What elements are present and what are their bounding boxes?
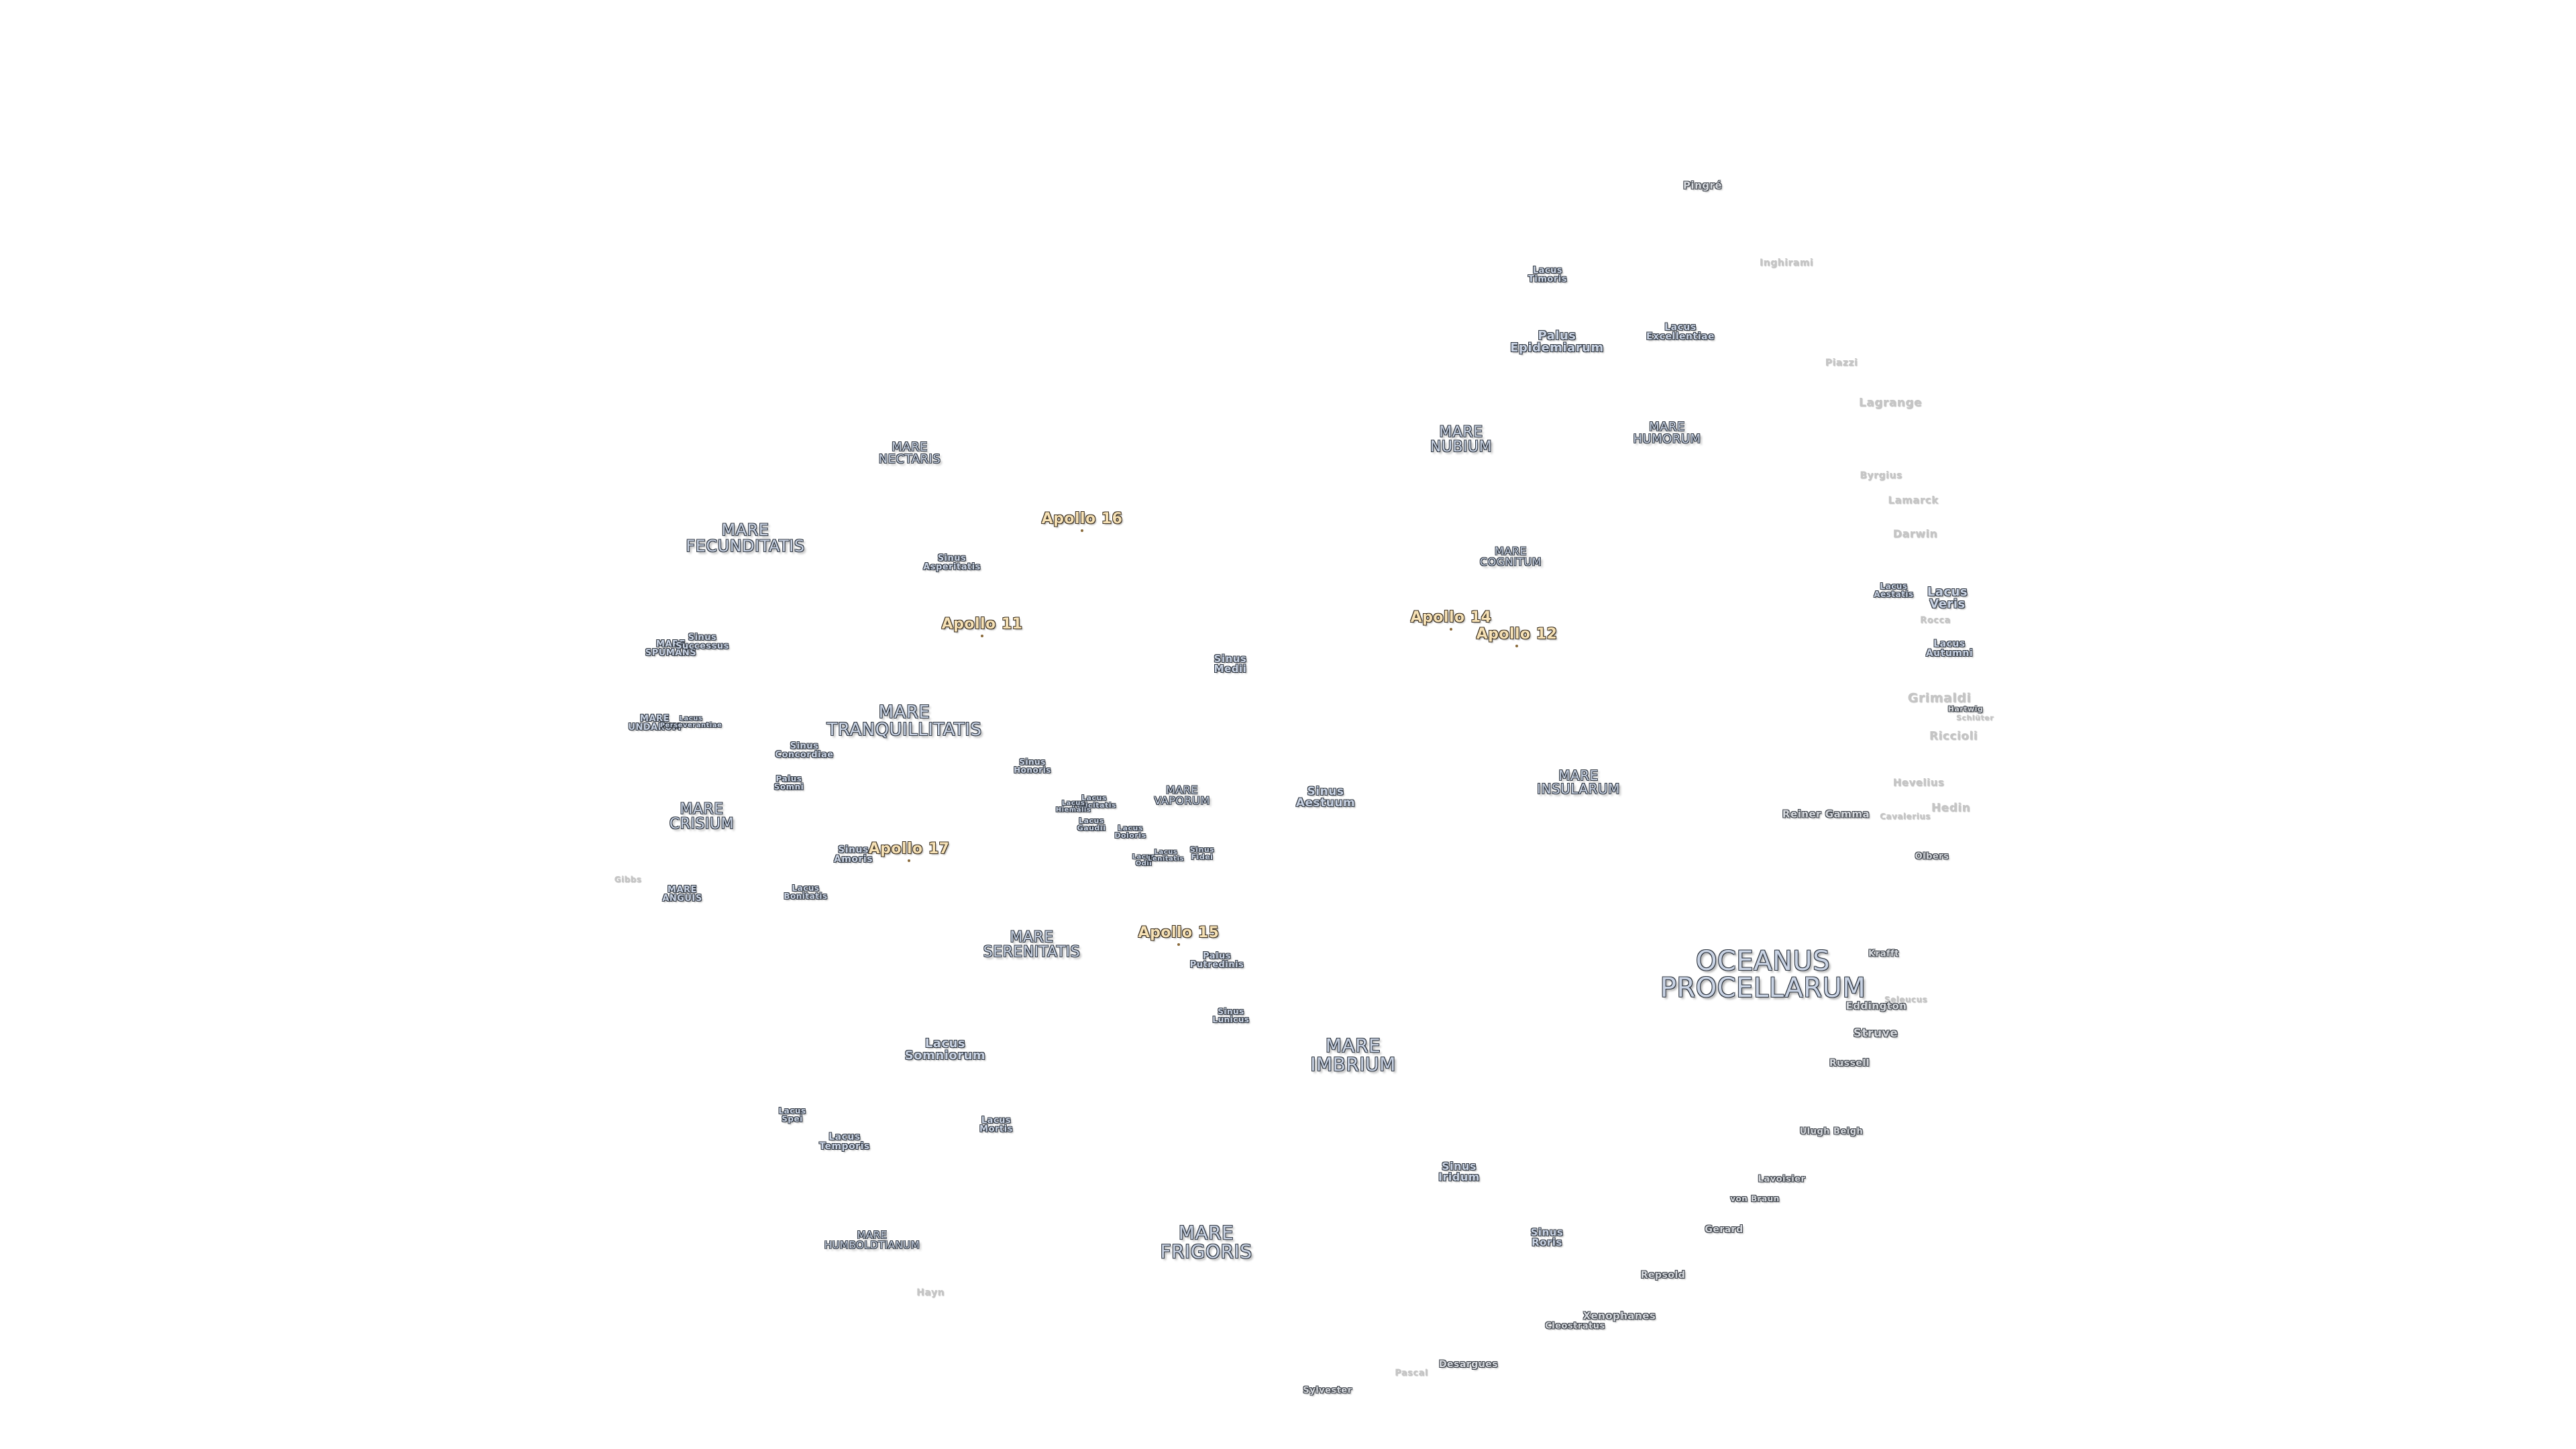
label-mare-nubium: MARE NUBIUM [1430,424,1493,455]
label-sinus-amoris: Sinus Amoris [833,845,873,865]
label-crater-lavoisier: Lavoisier [1758,1174,1806,1185]
label-mare-undarum: MARE UNDARUM [628,714,682,733]
label-crater-russell: Russell [1829,1058,1870,1069]
label-sinus-concordiae: Sinus Concordiae [775,741,834,760]
label-lacus-gaudii: Lacus Gaudii [1077,816,1106,833]
label-lacus-excellentiae: Lacus Excellentiae [1646,322,1715,342]
label-crater-cavalerius: Cavalerius [1880,812,1931,821]
label-crater-pingre: Pingré [1682,179,1723,192]
label-lacus-lenitatis: Lacus Lenitatis [1148,849,1184,863]
label-lacus-aestatis: Lacus Aestatis [1874,582,1914,599]
label-sinus-aestuum: Sinus Aestuum [1295,785,1356,810]
label-mare-imbrium: MARE IMBRIUM [1310,1034,1396,1075]
label-sinus-successus: Sinus Successus [676,633,729,651]
label-lacus-perseverantiae: Lacus Perseverantiae [659,715,722,729]
label-apollo-14: Apollo 14 [1410,609,1492,626]
label-sinus-fidei: Sinus Fidei [1189,845,1215,861]
label-crater-lamarck: Lamarck [1888,494,1939,506]
label-mare-cognitum: MARE COGNITUM [1479,545,1542,568]
label-crater-grimaldi: Grimaldi [1907,690,1972,706]
label-crater-cleostratus: Cleostratus [1545,1321,1605,1332]
label-apollo-17: Apollo 17 [868,841,950,857]
label-lacus-felicitatis: Lacus Felicitatis [1071,794,1117,810]
landing-site-marker-apollo-11 [981,634,983,637]
label-mare-frigoris: MARE FRIGORIS [1160,1222,1252,1263]
landing-site-marker-apollo-17 [908,859,910,862]
label-lacus-spei: Lacus Spei [778,1106,806,1124]
label-crater-hayn: Hayn [916,1287,945,1298]
landing-site-marker-apollo-16 [1081,529,1083,532]
label-apollo-15: Apollo 15 [1138,924,1220,941]
label-mare-crisium: MARE CRISIUM [669,801,735,833]
label-palus-somni: Palus Somni [773,774,804,792]
label-crater-darwin: Darwin [1892,527,1938,540]
label-lacus-doloris: Lacus Doloris [1114,824,1146,840]
label-crater-struve: Struve [1853,1026,1898,1040]
label-sinus-roris: Sinus Roris [1530,1226,1564,1248]
label-lacus-somniorum: Lacus Somniorum [904,1036,986,1063]
label-sinus-asperitatis: Sinus Asperitatis [923,553,981,572]
label-crater-eddington: Eddington [1845,1000,1907,1012]
label-crater-xenophanes: Xenophanes [1582,1309,1656,1322]
label-crater-gibbs: Gibbs [614,875,642,884]
label-crater-lagrange: Lagrange [1858,396,1923,410]
label-palus-epidemiarum: Palus Epidemiarum [1510,329,1604,355]
label-lacus-autumni: Lacus Autumni [1925,639,1974,659]
label-crater-inghirami: Inghirami [1759,258,1814,268]
label-crater-hedin: Hedin [1931,801,1971,815]
label-crater-seleucus: Seleucus [1884,995,1928,1004]
label-mare-nectaris: MARE NECTARIS [878,440,941,466]
label-mare-serenitatis: MARE SERENITATIS [983,929,1081,961]
label-crater-reiner-gamma: Reiner Gamma [1782,808,1870,820]
label-crater-hartwig: Hartwig [1947,704,1984,714]
label-lacus-veris: Lacus Veris [1927,585,1968,611]
label-crater-olbers: Olbers [1915,851,1949,862]
label-mare-insularum: MARE INSULARUM [1537,767,1620,797]
label-sinus-medii: Sinus Medii [1214,653,1247,675]
label-sinus-lunicus: Sinus Lunicus [1212,1007,1250,1024]
label-lacus-mortis: Lacus Mortis [979,1116,1013,1134]
label-crater-desargues: Desargues [1438,1359,1499,1370]
label-crater-von-braun: von Braun [1730,1194,1780,1203]
label-crater-schluter: Schlüter [1955,713,1994,722]
label-mare-fecunditatis: MARE FECUNDITATIS [686,521,805,555]
landing-site-marker-apollo-12 [1515,644,1518,647]
landing-site-marker-apollo-15 [1177,943,1180,946]
landing-site-marker-apollo-14 [1450,627,1452,631]
label-mare-spumans: MARE SPUMANS [645,639,697,658]
label-mare-humboldtianum: MARE HUMBOLDTIANUM [824,1229,920,1251]
label-mare-anguis: MARE ANGUIS [662,885,702,904]
label-crater-gerard: Gerard [1705,1224,1743,1235]
label-oceanus-procellarum: OCEANUS PROCELLARUM [1660,946,1866,1004]
label-apollo-11: Apollo 11 [941,616,1023,633]
label-crater-pascal: Pascal [1395,1368,1428,1379]
label-apollo-12: Apollo 12 [1476,626,1558,643]
label-crater-sylvester: Sylvester [1303,1385,1352,1396]
label-crater-repsold: Repsold [1640,1270,1686,1281]
label-apollo-16: Apollo 16 [1041,511,1123,527]
label-crater-hevelius: Hevelius [1892,776,1945,789]
label-mare-vaporum: MARE VAPORUM [1154,784,1210,807]
label-lacus-timoris: Lacus Timoris [1528,266,1567,284]
label-mare-humorum: MARE HUMORUM [1633,420,1701,446]
label-sinus-honoris: Sinus Honoris [1014,757,1051,775]
label-mare-tranquillitatis: MARE TRANQUILLITATIS [826,702,982,740]
label-lacus-hiemalis: Lacus Hiemalis [1055,800,1091,814]
label-lacus-bonitatis: Lacus Bonitatis [784,883,828,901]
label-crater-rocca: Rocca [1920,615,1951,626]
label-sinus-iridum: Sinus Iridum [1438,1160,1480,1183]
label-lacus-temporis: Lacus Temporis [819,1132,870,1152]
label-palus-putredinis: Palus Putredinis [1189,951,1244,970]
label-crater-piazzi: Piazzi [1825,358,1858,368]
label-crater-ulugh-beigh: Ulugh Beigh [1799,1126,1864,1137]
label-lacus-odii: Lacus Odii [1132,853,1156,867]
label-crater-riccioli: Riccioli [1929,729,1978,743]
label-crater-byrgius: Byrgius [1860,470,1902,481]
label-crater-krafft: Krafft [1868,949,1899,959]
